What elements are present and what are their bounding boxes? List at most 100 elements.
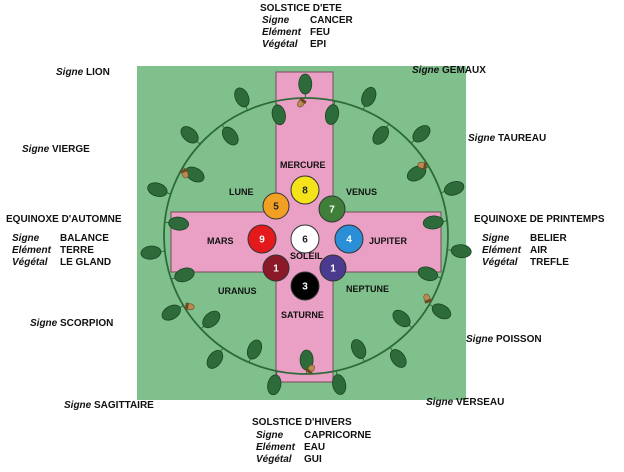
planet-circle-mars: 9 [247, 224, 277, 254]
signe-label: Signe [262, 15, 290, 26]
planet-number: 5 [273, 202, 279, 213]
oak-leaf-icon [171, 267, 195, 283]
acorn-icon [180, 168, 189, 179]
solstice-hivers-title: SOLSTICE D'HIVERS [252, 417, 352, 428]
oak-leaf-icon [324, 100, 340, 125]
solstice-ete-title: SOLSTICE D'ETE [260, 3, 342, 14]
acorn-icon [417, 161, 428, 170]
planet-neptune-label: NEPTUNE [346, 284, 390, 294]
oak-leaf-icon [417, 266, 442, 282]
solstice-ete-signe: CANCER [310, 15, 353, 26]
planet-number: 3 [302, 282, 308, 293]
planet-number: 1 [330, 264, 336, 275]
sign-vierge: Signe VIERGE [22, 144, 90, 155]
acorn-icon [305, 364, 315, 375]
oak-leaf-icon [147, 182, 171, 198]
planet-mars-label: MARS [207, 236, 234, 246]
planet-number: 9 [259, 235, 265, 246]
oak-leaf-icon [267, 371, 282, 396]
oak-leaf-icon [332, 370, 347, 395]
solstice-hivers-vegetal: GUI [304, 454, 322, 465]
oak-leaf-icon [298, 73, 313, 99]
oak-leaf-icon [410, 125, 431, 144]
signe-label: Signe [256, 430, 284, 441]
oak-leaf-icon [389, 346, 407, 368]
planet-number: 8 [302, 186, 308, 197]
oak-leaf-icon [140, 245, 165, 260]
sign-poisson: Signe POISSON [466, 334, 542, 345]
vegetal-label: Végétal [12, 257, 48, 268]
vine-stem [163, 97, 449, 375]
sign-verseau: Signe VERSEAU [426, 397, 505, 408]
planet-circle-lune: 5 [262, 192, 290, 220]
planet-number: 7 [329, 205, 335, 216]
oak-leaf-icon [422, 215, 448, 230]
oak-leaf-icon [180, 126, 201, 145]
acorn-icon [297, 97, 307, 108]
oak-leaf-icon [221, 124, 239, 146]
planet-circle-mercure: 8 [290, 175, 320, 205]
oak-leaf-wreath [140, 73, 472, 396]
oak-leaf-icon [271, 101, 286, 126]
planet-lune-label: LUNE [229, 187, 254, 197]
solstice-hivers-element: EAU [304, 442, 326, 453]
oak-leaf-icon [206, 347, 224, 369]
sign-taureau: Signe TAUREAU [468, 133, 547, 144]
equinoxe-printemps-element: AIR [530, 245, 548, 256]
equinoxe-printemps-title: EQUINOXE DE PRINTEMPS [474, 214, 605, 225]
oak-leaf-icon [351, 339, 367, 363]
equinoxe-automne-title: EQUINOXE D'AUTOMNE [6, 214, 122, 225]
acorn-icon [184, 302, 195, 311]
equinoxe-printemps-vegetal: TREFLE [530, 257, 569, 268]
planet-circle-soleil: 6 [290, 224, 320, 254]
sign-gemaux: Signe GEMAUX [412, 65, 486, 76]
vegetal-label: Végétal [482, 257, 518, 268]
planet-number: 4 [346, 235, 352, 246]
oak-leaf-icon [246, 339, 263, 363]
sign-scorpion: Signe SCORPION [30, 318, 114, 329]
element-label: Elément [262, 27, 301, 38]
planet-venus-label: VENUS [346, 187, 378, 197]
sign-sagittaire: Signe SAGITTAIRE [64, 400, 154, 411]
solstice-ete-element: FEU [310, 27, 330, 38]
element-label: Elément [12, 245, 51, 256]
element-label: Elément [256, 442, 295, 453]
oak-leaf-icon [161, 304, 184, 321]
solstice-ete-vegetal: EPI [310, 39, 327, 50]
element-label: Elément [482, 245, 521, 256]
sign-lion: Signe LION [56, 67, 110, 78]
planet-circle-neptune: 1 [319, 254, 347, 282]
planet-number: 1 [273, 264, 279, 275]
solstice-ete-block: Signe CANCER Elément FEU Végétal EPI [262, 15, 353, 51]
planet-number: 6 [302, 235, 308, 246]
oak-leaf-icon [200, 310, 221, 330]
equinoxe-automne-signe: BALANCE [60, 233, 109, 244]
oak-leaf-icon [164, 216, 190, 231]
oak-leaf-icon [392, 309, 413, 329]
planet-circles: 8 5 7 9 6 4 1 1 3 [247, 175, 364, 301]
oak-leaf-icon [429, 303, 452, 320]
oak-leaf-icon [440, 181, 465, 196]
acorn-icon [423, 293, 432, 304]
planet-circle-venus: 7 [318, 195, 346, 223]
planet-soleil-label: SOLEIL [290, 251, 323, 261]
oak-leaf-icon [372, 123, 390, 145]
oak-leaf-icon [361, 86, 377, 110]
planet-circle-saturne: 3 [290, 271, 320, 301]
planet-uranus-label: URANUS [218, 286, 257, 296]
planet-circle-jupiter: 4 [334, 224, 364, 254]
equinoxe-automne-element: TERRE [60, 245, 94, 256]
equinoxe-printemps-signe: BELIER [530, 233, 567, 244]
oak-leaf-icon [234, 87, 250, 111]
equinoxe-printemps-block: Signe BELIER Elément AIR Végétal TREFLE [482, 233, 569, 269]
planet-circle-uranus: 1 [262, 254, 290, 282]
signe-label: Signe [482, 233, 510, 244]
planet-saturne-label: SATURNE [281, 310, 324, 320]
solstice-hivers-signe: CAPRICORNE [304, 430, 372, 441]
signe-label: Signe [12, 233, 40, 244]
vegetal-label: Végétal [262, 39, 298, 50]
